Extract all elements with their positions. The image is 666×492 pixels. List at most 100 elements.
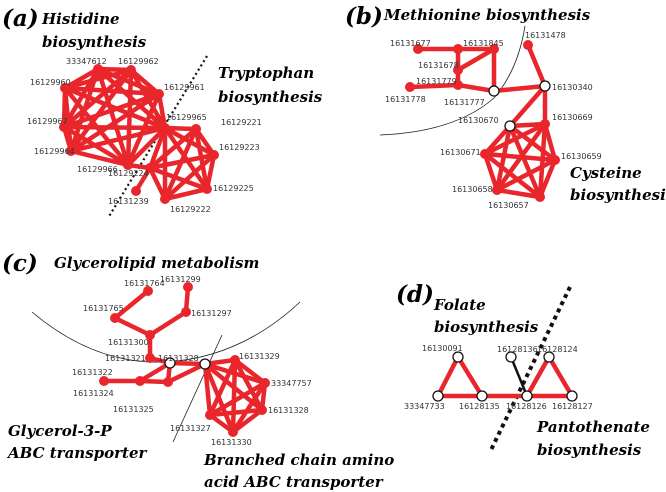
node-label: 16130657 <box>488 201 529 210</box>
node[interactable] <box>143 286 153 296</box>
node-label: 16130340 <box>552 83 593 92</box>
node[interactable] <box>405 82 415 92</box>
node[interactable] <box>59 122 69 132</box>
panel-d-name-2-line1: Pantothenate <box>536 418 650 436</box>
node[interactable] <box>505 351 517 363</box>
node[interactable] <box>489 44 499 54</box>
node[interactable] <box>60 83 70 93</box>
panel-d-nodes <box>432 351 578 402</box>
node[interactable] <box>66 146 76 156</box>
node-label: 16128135 <box>459 402 500 411</box>
node-label: 16131678 <box>418 61 459 70</box>
node-label: 16131239 <box>108 197 149 206</box>
node-label: 16129964 <box>34 147 75 156</box>
node[interactable] <box>230 355 240 365</box>
panel-d-label: (d) <box>396 281 434 308</box>
node[interactable] <box>126 65 136 75</box>
node-label: 16131328 <box>268 406 309 415</box>
node[interactable] <box>523 40 533 50</box>
node[interactable] <box>135 376 145 386</box>
node[interactable] <box>145 353 155 363</box>
node[interactable] <box>453 44 463 54</box>
node[interactable] <box>228 427 238 437</box>
node[interactable] <box>154 89 164 99</box>
node[interactable] <box>550 155 560 165</box>
node[interactable] <box>199 358 211 370</box>
node[interactable] <box>453 65 463 75</box>
node[interactable] <box>131 186 141 196</box>
panel-a-name-1-line2: biosynthesis <box>42 33 147 51</box>
node[interactable] <box>492 185 502 195</box>
panel-d-edges <box>435 354 575 399</box>
node[interactable] <box>257 405 267 415</box>
node-label: 16129960 <box>30 78 71 87</box>
panel-d-name-1-line2: biosynthesis <box>434 318 539 336</box>
node[interactable] <box>93 64 103 74</box>
node-label: 16128124 <box>537 345 578 354</box>
node[interactable] <box>183 282 193 292</box>
node[interactable] <box>539 80 551 92</box>
panel-d-name-1-line1: Folate <box>433 296 486 314</box>
node[interactable] <box>191 124 201 134</box>
node-label: 16131677 <box>390 39 431 48</box>
panel-b: (b) Methionine biosynthesis Cysteine bio… <box>345 3 666 210</box>
node-label: 16131321 <box>105 354 146 363</box>
panel-b-node-labels: 16131677 16131845 16131478 16131678 1613… <box>385 31 602 210</box>
node[interactable] <box>160 123 170 133</box>
node-label: 16131325 <box>113 405 154 414</box>
node-label: 16131327 <box>170 424 211 433</box>
node[interactable] <box>480 149 490 159</box>
panel-d-boundary <box>488 286 572 453</box>
panel-c-name-3-line2: acid ABC transporter <box>204 473 384 491</box>
panel-c: (c) Glycerolipid metabolism Glycerol-3-P… <box>2 250 394 491</box>
panel-c-label: (c) <box>2 250 38 277</box>
panel-a-tryptophan-edges <box>125 125 217 202</box>
node[interactable] <box>566 390 578 402</box>
node[interactable] <box>535 192 545 202</box>
node[interactable] <box>540 119 550 129</box>
node-label: 16130669 <box>552 113 593 122</box>
node[interactable] <box>452 351 464 363</box>
panel-a-nodes <box>59 64 219 204</box>
node[interactable] <box>543 351 555 363</box>
node-label: 16131778 <box>385 95 426 104</box>
panel-a-name-1-line1: Histidine <box>41 10 120 28</box>
node[interactable] <box>205 410 215 420</box>
node[interactable] <box>504 120 516 132</box>
node[interactable] <box>202 184 212 194</box>
node[interactable] <box>145 330 155 340</box>
node[interactable] <box>110 313 120 323</box>
node[interactable] <box>181 307 191 317</box>
node[interactable] <box>123 160 133 170</box>
panel-c-boundary-line <box>172 334 223 443</box>
panel-b-name-2-line2: biosynthesis <box>570 186 666 204</box>
node[interactable] <box>99 376 109 386</box>
node[interactable] <box>476 390 488 402</box>
panel-d-name-2-line2: biosynthesis <box>537 441 642 459</box>
node-label: 16129966 <box>77 165 118 174</box>
node[interactable] <box>260 378 270 388</box>
node[interactable] <box>488 85 500 97</box>
node[interactable] <box>413 44 423 54</box>
node-label: 16131297 <box>191 309 232 318</box>
node[interactable] <box>145 163 155 173</box>
node-label: 16131777 <box>444 98 485 107</box>
node-label: 16131765 <box>83 304 124 313</box>
node[interactable] <box>521 390 533 402</box>
node-label: 16130659 <box>561 152 602 161</box>
node-label: 33347733 <box>404 402 445 411</box>
node-label: 16129961 <box>164 83 205 92</box>
node-label: 16131779 <box>416 77 457 86</box>
node[interactable] <box>453 80 463 90</box>
node[interactable] <box>164 357 176 369</box>
node-label: 16131328 <box>158 354 199 363</box>
panel-a: (a) Histidine biosynthesis Tryptophan bi… <box>2 5 323 219</box>
node[interactable] <box>160 194 170 204</box>
node[interactable] <box>163 377 173 387</box>
node-label: 16128136 <box>497 345 538 354</box>
node[interactable] <box>209 150 219 160</box>
node-label: 16131478 <box>525 31 566 40</box>
node-label: 16130671 <box>440 148 481 157</box>
node[interactable] <box>432 390 444 402</box>
